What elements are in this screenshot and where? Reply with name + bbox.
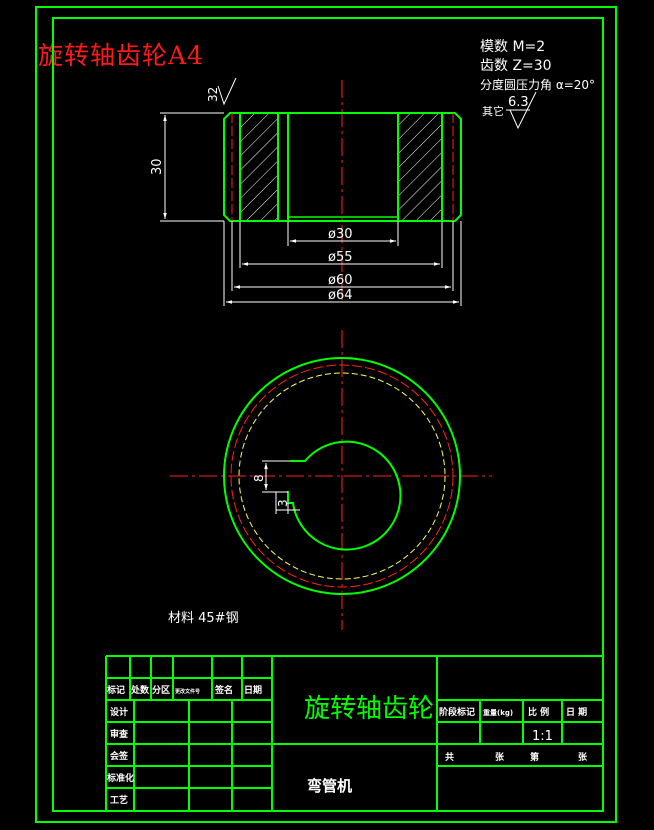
- tb-stage-label: 阶段标记: [439, 706, 475, 718]
- roughness-top-value: 32: [206, 87, 220, 102]
- dim-d64-text: ø64: [328, 288, 353, 303]
- dimension-texts: 30 ø30 ø55 ø60 ø64: [150, 158, 353, 303]
- dim-d30-text: ø30: [328, 227, 353, 242]
- roughness-other-symbol: [506, 91, 537, 130]
- title-block: [105, 655, 603, 811]
- tb-product-name: 弯管机: [307, 777, 352, 795]
- section-outline: [223, 112, 462, 222]
- roughness-top-symbol: [217, 77, 237, 106]
- keyway-depth-text: 8: [252, 474, 266, 482]
- tb-row-0: 设计: [110, 706, 128, 718]
- inner-frame: [52, 17, 604, 812]
- root-circle: [238, 372, 446, 580]
- keyway-width-text: 3: [276, 499, 290, 507]
- tb-date-label: 日 期: [566, 706, 587, 718]
- dim-d60-text: ø60: [328, 273, 353, 288]
- tb-header-2: 分区: [152, 684, 170, 696]
- tb-weight-label: 重量(kg): [483, 708, 513, 717]
- param-module: 模数 M=2: [480, 39, 545, 55]
- param-other-label: 其它: [482, 104, 504, 118]
- roughness-top: 32: [206, 77, 237, 106]
- tb-sheets-unit-1: 张: [495, 751, 505, 763]
- outer-circle: [223, 357, 461, 595]
- hatch-right: [398, 113, 442, 221]
- section-view: [223, 80, 462, 300]
- tb-scale-label: 比 例: [528, 706, 549, 718]
- hatch-left: [240, 113, 278, 221]
- tb-part-name: 旋转轴齿轮: [304, 694, 434, 724]
- roughness-other-value: 6.3: [508, 95, 529, 110]
- param-teeth: 齿数 Z=30: [480, 58, 552, 74]
- tb-header-5: 日期: [244, 684, 262, 696]
- drawing-title: 旋转轴齿轮A4: [38, 41, 204, 70]
- tb-sheets-total-label: 共: [445, 751, 454, 763]
- bore-with-keyway: [287, 440, 402, 551]
- tb-row-2: 会签: [110, 750, 129, 762]
- dim-height-text: 30: [150, 158, 165, 175]
- dimensions: [160, 112, 462, 306]
- tb-row-1: 审查: [110, 728, 129, 740]
- pitch-circle: [230, 364, 454, 588]
- param-pressure-angle: 分度圆压力角 α=20°: [480, 77, 595, 92]
- gear-parameters: 模数 M=2 齿数 Z=30 分度圆压力角 α=20° 其它 6.3: [480, 39, 595, 130]
- material-note: 材料 45#钢: [168, 611, 239, 626]
- tb-row-3: 标准化: [106, 772, 134, 784]
- dim-d55-text: ø55: [328, 250, 353, 265]
- tb-scale-value: 1:1: [532, 729, 553, 744]
- tb-header-0: 标记: [106, 684, 125, 696]
- title-block-texts: 标记 处数 分区 更改文件号 签名 日期 设计 审查 会签 标准化 工艺 阶段标…: [106, 684, 588, 806]
- outer-frame: [35, 6, 617, 823]
- tb-row-4: 工艺: [110, 794, 128, 806]
- tb-header-3: 更改文件号: [175, 688, 200, 695]
- tb-sheets-unit-2: 张: [578, 751, 588, 763]
- end-view: 8 3: [170, 330, 492, 630]
- tb-sheet-no-label: 第: [530, 751, 539, 763]
- tb-header-1: 处数: [130, 684, 150, 696]
- tb-header-4: 签名: [214, 684, 233, 696]
